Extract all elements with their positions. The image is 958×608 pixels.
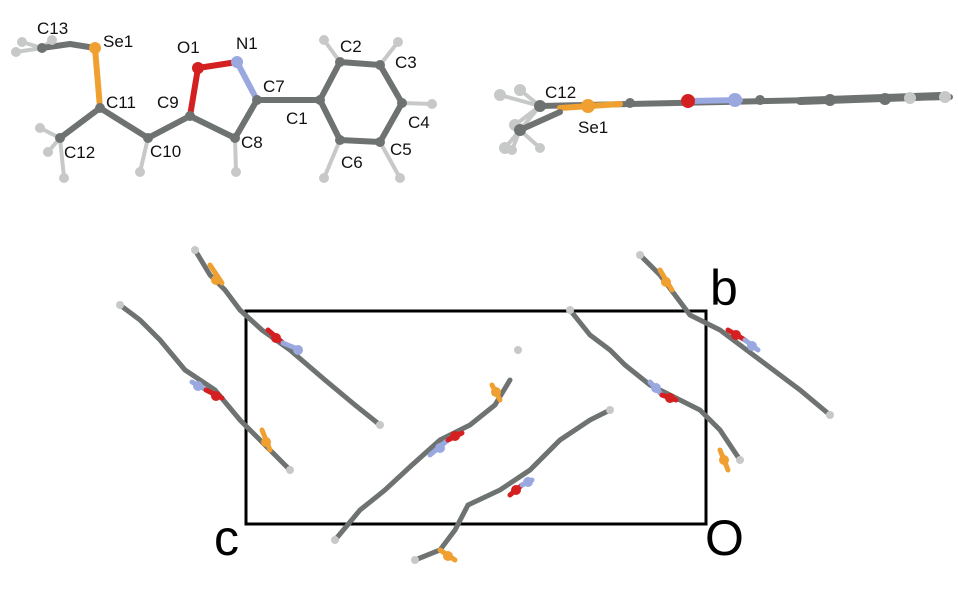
label-se1: Se1 — [103, 32, 133, 51]
label-c13: C13 — [37, 19, 68, 38]
label-c8: C8 — [241, 133, 263, 152]
side-label-c12: C12 — [545, 83, 576, 102]
bonds — [14, 38, 434, 180]
label-c12: C12 — [64, 143, 95, 162]
molecule-side-view: C12 Se1 — [494, 83, 953, 155]
axis-label-c: c — [214, 510, 239, 566]
label-c9: C9 — [157, 93, 179, 112]
atoms — [11, 35, 437, 183]
label-c2: C2 — [340, 37, 362, 56]
packing-diagram: b c O — [116, 246, 834, 566]
label-c5: C5 — [390, 140, 412, 159]
side-label-se1: Se1 — [578, 118, 608, 137]
label-c3: C3 — [395, 53, 417, 72]
label-c4: C4 — [408, 113, 430, 132]
label-c10: C10 — [150, 142, 181, 161]
label-c6: C6 — [341, 153, 363, 172]
molecule-top-view: C13 Se1 O1 N1 C2 C3 C7 C11 C9 C1 C4 C12 … — [11, 19, 437, 183]
packing-atoms — [116, 246, 834, 564]
label-c11: C11 — [106, 93, 136, 112]
axis-label-o: O — [705, 510, 744, 566]
label-o1: O1 — [177, 38, 200, 57]
atom-labels: C13 Se1 O1 N1 C2 C3 C7 C11 C9 C1 C4 C12 … — [37, 19, 430, 172]
axis-label-b: b — [710, 260, 738, 316]
label-c1: C1 — [286, 109, 308, 128]
label-n1: N1 — [236, 34, 258, 53]
label-c7: C7 — [263, 77, 285, 96]
